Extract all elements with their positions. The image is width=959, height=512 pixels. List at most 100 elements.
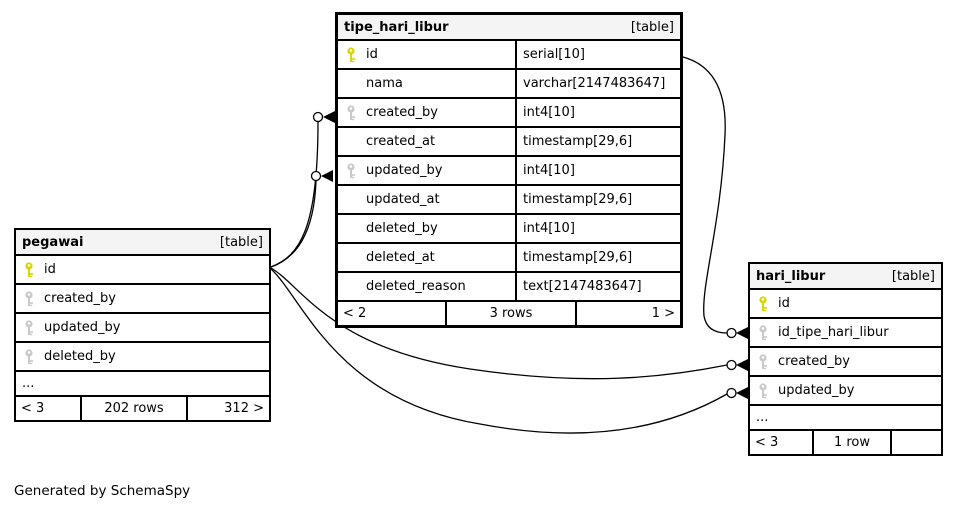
column-name: deleted_at [366, 250, 435, 265]
column-row: deleted_reason text[2147483647] [338, 273, 680, 302]
arrowhead-icon [736, 387, 748, 399]
column-row: created_by [750, 348, 941, 377]
table-footer: < 2 3 rows 1 > [338, 302, 680, 325]
foreign-key-icon [758, 353, 778, 370]
column-name: updated_by [366, 163, 443, 178]
ellipsis-text: ... [756, 410, 769, 425]
arrowhead-icon [736, 327, 748, 339]
column-name: deleted_reason [366, 279, 466, 294]
primary-key-icon [758, 295, 778, 312]
related-tables-out-count [892, 431, 941, 454]
related-tables-in-count: < 3 [750, 431, 814, 454]
foreign-key-icon [24, 348, 44, 365]
column-row: deleted_at timestamp[29,6] [338, 244, 680, 273]
primary-key-icon [24, 261, 44, 278]
odot-connector [312, 111, 324, 123]
column-row: deleted_by int4[10] [338, 215, 680, 244]
table-type-badge: [table] [219, 234, 263, 250]
generator-credit: Generated by SchemaSpy [14, 483, 191, 499]
table-header: tipe_hari_libur [table] [338, 15, 680, 41]
table-footer: < 3 202 rows 312 > [16, 397, 269, 420]
column-row: id [750, 290, 941, 319]
column-name: updated_by [778, 383, 855, 398]
no-key-spacer [346, 279, 366, 295]
column-name: id [778, 296, 790, 311]
row-count: 202 rows [82, 397, 188, 420]
edge-pegawai-hari-created-by [270, 267, 728, 380]
related-tables-in-count: < 2 [338, 302, 447, 325]
column-type: serial[10] [515, 41, 680, 68]
column-name: updated_at [366, 192, 440, 207]
column-type: timestamp[29,6] [515, 128, 680, 155]
table-header: hari_libur [table] [750, 264, 941, 290]
table-title[interactable]: pegawai [22, 234, 84, 250]
edge-tipe-hari-id-tipe [682, 56, 728, 334]
foreign-key-icon [758, 324, 778, 341]
column-row: created_by [16, 285, 269, 314]
column-type: timestamp[29,6] [515, 244, 680, 271]
column-row: created_by int4[10] [338, 99, 680, 128]
no-key-spacer [346, 192, 366, 208]
table-title[interactable]: tipe_hari_libur [344, 19, 449, 35]
column-row: id [16, 256, 269, 285]
table-header: pegawai [table] [16, 230, 269, 256]
column-type: varchar[2147483647] [515, 70, 680, 97]
foreign-key-icon [24, 290, 44, 307]
table-type-badge: [table] [630, 19, 674, 35]
edge-pegawai-tipe-updated-by [270, 180, 317, 268]
column-type: int4[10] [515, 157, 680, 184]
table-footer: < 3 1 row [750, 431, 941, 454]
table-title[interactable]: hari_libur [756, 268, 826, 284]
arrowhead-icon [736, 359, 748, 371]
column-row: updated_by [16, 314, 269, 343]
column-name: id_tipe_hari_libur [778, 325, 889, 340]
column-name: created_by [366, 105, 438, 120]
odot-connector [726, 327, 737, 339]
column-name: created_at [366, 134, 436, 149]
column-name: nama [366, 76, 403, 91]
foreign-key-icon [758, 382, 778, 399]
column-name: id [44, 262, 56, 277]
column-name: created_by [44, 291, 116, 306]
column-type: timestamp[29,6] [515, 186, 680, 213]
column-name: created_by [778, 354, 850, 369]
arrowhead-icon [323, 111, 335, 123]
table-node-hari-libur: hari_libur [table] id id_tipe_hari_libur… [748, 262, 943, 456]
row-count: 1 row [814, 431, 892, 454]
row-count: 3 rows [447, 302, 577, 325]
column-row: created_at timestamp[29,6] [338, 128, 680, 157]
table-node-pegawai: pegawai [table] id created_by updated_by… [14, 228, 271, 422]
column-name: updated_by [44, 320, 121, 335]
table-type-badge: [table] [891, 268, 935, 284]
ellipsis-row: ... [16, 372, 269, 397]
edge-pegawai-tipe-created-by [270, 121, 319, 268]
column-name: deleted_by [366, 221, 438, 236]
odot-connector [726, 359, 737, 371]
column-row: nama varchar[2147483647] [338, 70, 680, 99]
related-tables-in-count: < 3 [16, 397, 82, 420]
no-key-spacer [346, 221, 366, 237]
column-row: id serial[10] [338, 41, 680, 70]
edge-pegawai-hari-updated-by [270, 268, 728, 434]
arrowhead-icon [321, 170, 333, 182]
no-key-spacer [346, 250, 366, 266]
primary-key-icon [346, 46, 366, 63]
column-type: int4[10] [515, 215, 680, 242]
foreign-key-icon [24, 319, 44, 336]
column-name: id [366, 47, 378, 62]
column-row: id_tipe_hari_libur [750, 319, 941, 348]
related-tables-out-count: 312 > [224, 401, 264, 416]
column-row: updated_by [750, 377, 941, 406]
no-key-spacer [346, 134, 366, 150]
foreign-key-icon [346, 104, 366, 121]
column-row: updated_at timestamp[29,6] [338, 186, 680, 215]
column-type: text[2147483647] [515, 273, 680, 300]
column-row: updated_by int4[10] [338, 157, 680, 186]
odot-connector [726, 387, 737, 399]
ellipsis-text: ... [22, 376, 35, 391]
no-key-spacer [346, 76, 366, 92]
foreign-key-icon [346, 162, 366, 179]
table-node-tipe-hari-libur: tipe_hari_libur [table] id serial[10] na… [335, 12, 683, 328]
column-row: deleted_by [16, 343, 269, 372]
